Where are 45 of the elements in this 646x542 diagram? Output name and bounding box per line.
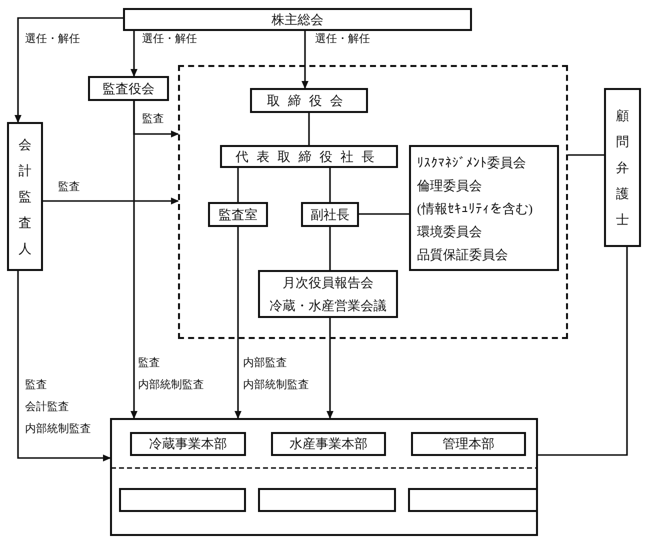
executive-box: 代表取締役社長 — [220, 145, 398, 168]
auditor-box: 会計監査人 — [7, 122, 43, 271]
connector-line — [359, 213, 409, 215]
connector-line — [237, 168, 239, 202]
division-box: 冷蔵事業本部 — [130, 432, 246, 456]
arrow — [234, 227, 242, 419]
arrow — [130, 31, 138, 77]
division-box: 水産事業本部 — [271, 432, 386, 456]
edge-label: 監査 — [25, 378, 47, 393]
dashed-group-box — [178, 65, 568, 339]
note-label: 内部統制監査 — [138, 378, 204, 393]
division-group-box — [110, 418, 538, 536]
executive-box: 副社長 — [301, 202, 359, 227]
company-box — [408, 488, 538, 512]
arrow — [17, 271, 111, 462]
edge-label: 選任・解任 — [142, 32, 197, 47]
arrow — [326, 318, 334, 419]
office-box: 監査室 — [208, 202, 268, 227]
connector-line — [308, 113, 310, 145]
edge-label: 監査 — [138, 356, 160, 371]
note-label: 内部統制監査 — [243, 378, 309, 393]
division-box: 管理本部 — [411, 432, 526, 456]
edge-label: 監査 — [142, 112, 164, 127]
edge-label: 選任・解任 — [25, 32, 80, 47]
arrow — [14, 17, 123, 123]
connector-line — [538, 247, 628, 456]
meeting-box: 月次役員報告会 冷蔵・水産営業会議 — [258, 270, 398, 318]
company-box — [258, 488, 396, 512]
connector-line — [329, 227, 331, 270]
connector-line — [329, 168, 331, 202]
edge-label: 監査 — [58, 180, 80, 195]
connector-line — [568, 154, 604, 156]
arrow — [302, 31, 308, 89]
board-box: 取締役会 — [250, 88, 368, 113]
meeting-box: 株主総会 — [123, 8, 472, 31]
edge-label: 内部監査 — [243, 356, 287, 371]
board-box: 監査役会 — [88, 76, 169, 101]
note-label: 会計監査 — [25, 400, 69, 415]
edge-label: 選任・解任 — [315, 32, 370, 47]
arrow — [43, 198, 179, 204]
company-box — [119, 488, 246, 512]
arrow — [130, 101, 138, 419]
lawyer-box: 顧問弁護士 — [604, 88, 641, 247]
committee-box: ﾘｽｸﾏﾈｼﾞﾒﾝﾄ委員会 倫理委員会 (情報ｾｷｭﾘﾃｨを含む) 環境委員会 品質保証委員会 — [409, 145, 559, 271]
note-label: 内部統制監査 — [25, 422, 91, 437]
